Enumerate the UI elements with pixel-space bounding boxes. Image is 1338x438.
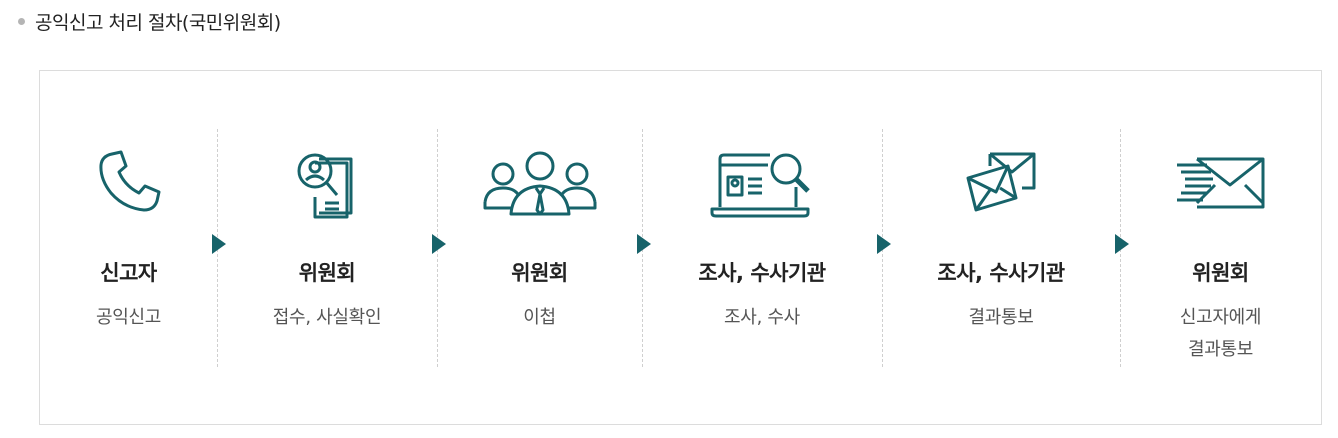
step-desc: 이첩 [523,307,556,328]
process-panel: 신고자 공익신고 위원회 접수, 사실확인 [39,70,1322,425]
step-committee-receipt: 위원회 접수, 사실확인 [217,71,437,424]
step-investigation-result: 조사, 수사기관 결과통보 [882,71,1120,424]
arrow-right-icon [877,234,891,254]
arrow-right-icon [637,234,651,254]
step-reporter: 신고자 공익신고 [40,71,217,424]
step-desc: 조사, 수사 [724,307,800,328]
bullet-icon [18,17,25,25]
step-title: 위원회 [511,261,568,285]
arrow-right-icon [1115,234,1129,254]
step-title: 조사, 수사기관 [698,261,826,285]
step-investigation: 조사, 수사기관 조사, 수사 [642,71,882,424]
envelopes-icon [966,152,1036,212]
phone-icon [98,150,160,212]
step-desc: 결과통보 [968,307,1034,328]
step-title: 신고자 [100,261,157,285]
step-committee-transfer: 위원회 이첩 [437,71,642,424]
step-title: 위원회 [1192,261,1249,285]
page-title: 공익신고 처리 절차(국민위원회) [35,11,281,34]
step-title: 위원회 [298,261,356,285]
arrow-right-icon [212,234,226,254]
step-desc: 공익신고 [95,307,162,328]
step-title: 조사, 수사기관 [937,261,1065,285]
section-heading: 공익신고 처리 절차(국민위원회) [18,6,281,36]
laptop-search-icon [710,153,810,218]
document-search-icon [297,153,353,219]
send-mail-icon [1176,157,1264,209]
arrow-right-icon [432,234,446,254]
step-desc: 신고자에게 결과통보 [1179,307,1262,360]
step-desc: 접수, 사실확인 [272,307,382,328]
people-group-icon [483,151,596,216]
step-committee-notify: 위원회 신고자에게 결과통보 [1120,71,1321,424]
